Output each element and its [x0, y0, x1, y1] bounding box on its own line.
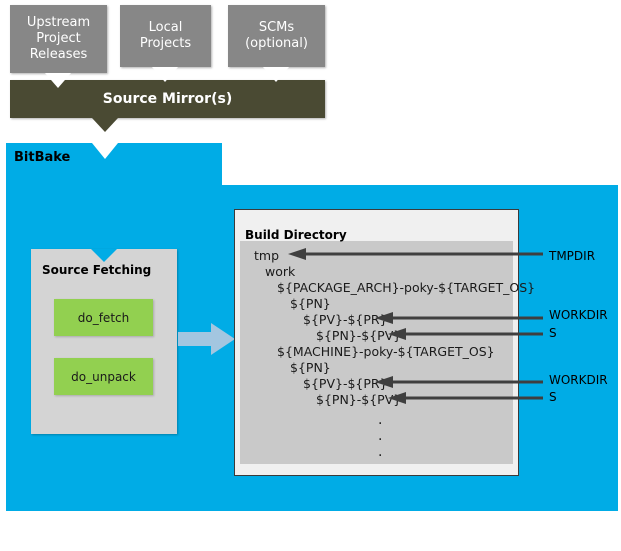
source-fetching-panel	[31, 249, 177, 434]
task-label: do_fetch	[77, 310, 130, 325]
tree-item-pv-pr-1: ${PV}-${PR}	[303, 312, 388, 327]
tree-ellipsis-dot: .	[378, 412, 383, 428]
source-fetching-bottom-notch-icon	[91, 421, 117, 434]
flow-arrow-to-build-directory-icon	[178, 323, 235, 355]
annotation-arrow-s-2-icon	[388, 392, 543, 404]
tree-item-pn-1: ${PN}	[290, 296, 331, 311]
tree-item-pn-pv-1: ${PN}-${PV}	[316, 328, 402, 343]
task-label: do_unpack	[71, 369, 136, 384]
source-box-label: Upstream Project Releases	[26, 15, 91, 62]
tree-ellipsis-dot: .	[378, 428, 383, 444]
source-box-label: Local Projects	[139, 20, 192, 51]
tree-item-package-arch: ${PACKAGE_ARCH}-poky-${TARGET_OS}	[277, 280, 536, 295]
source-box-local-projects: Local Projects	[120, 5, 211, 67]
bitbake-label: BitBake	[14, 150, 71, 165]
mirror-to-bitbake-arrow-icon	[92, 143, 118, 159]
source-box-label: SCMs (optional)	[245, 20, 308, 51]
tree-item-pv-pr-2: ${PV}-${PR}	[303, 376, 388, 391]
source-box-scms-optional: SCMs (optional)	[228, 5, 325, 67]
build-directory-title: Build Directory	[245, 228, 347, 242]
tree-item-pn-pv-2: ${PN}-${PV}	[316, 392, 402, 407]
annotation-label-workdir-1: WORKDIR	[549, 308, 608, 322]
tree-ellipsis-dot: .	[378, 444, 383, 460]
annotation-label-s-1: S	[549, 326, 557, 340]
annotation-arrow-tmpdir-icon	[288, 248, 543, 260]
annotation-label-tmpdir: TMPDIR	[549, 249, 596, 263]
tree-item-machine: ${MACHINE}-poky-${TARGET_OS}	[277, 344, 495, 359]
annotation-arrow-workdir-2-icon	[375, 376, 543, 388]
annotation-arrow-s-1-icon	[388, 328, 543, 340]
arrow-notch-scms-icon	[263, 67, 289, 82]
arrow-notch-upstream-icon	[45, 73, 71, 88]
mirror-down-wedge-icon	[92, 118, 118, 132]
arrow-notch-local-icon	[152, 67, 178, 82]
source-mirror-label: Source Mirror(s)	[102, 91, 233, 107]
task-box-do-unpack[interactable]: do_unpack	[54, 358, 153, 395]
tree-item-tmp: tmp	[254, 248, 280, 263]
task-box-do-fetch[interactable]: do_fetch	[54, 299, 153, 336]
annotation-label-s-2: S	[549, 390, 557, 404]
annotation-arrow-workdir-1-icon	[375, 312, 543, 324]
annotation-label-workdir-2: WORKDIR	[549, 373, 608, 387]
source-fetching-top-notch-icon	[91, 249, 117, 262]
tree-item-pn-2: ${PN}	[290, 360, 331, 375]
source-fetching-title: Source Fetching	[42, 263, 152, 277]
tree-item-work: work	[265, 264, 296, 279]
build-directory-tree-panel	[240, 241, 513, 464]
source-box-upstream-project-releases: Upstream Project Releases	[10, 5, 107, 73]
